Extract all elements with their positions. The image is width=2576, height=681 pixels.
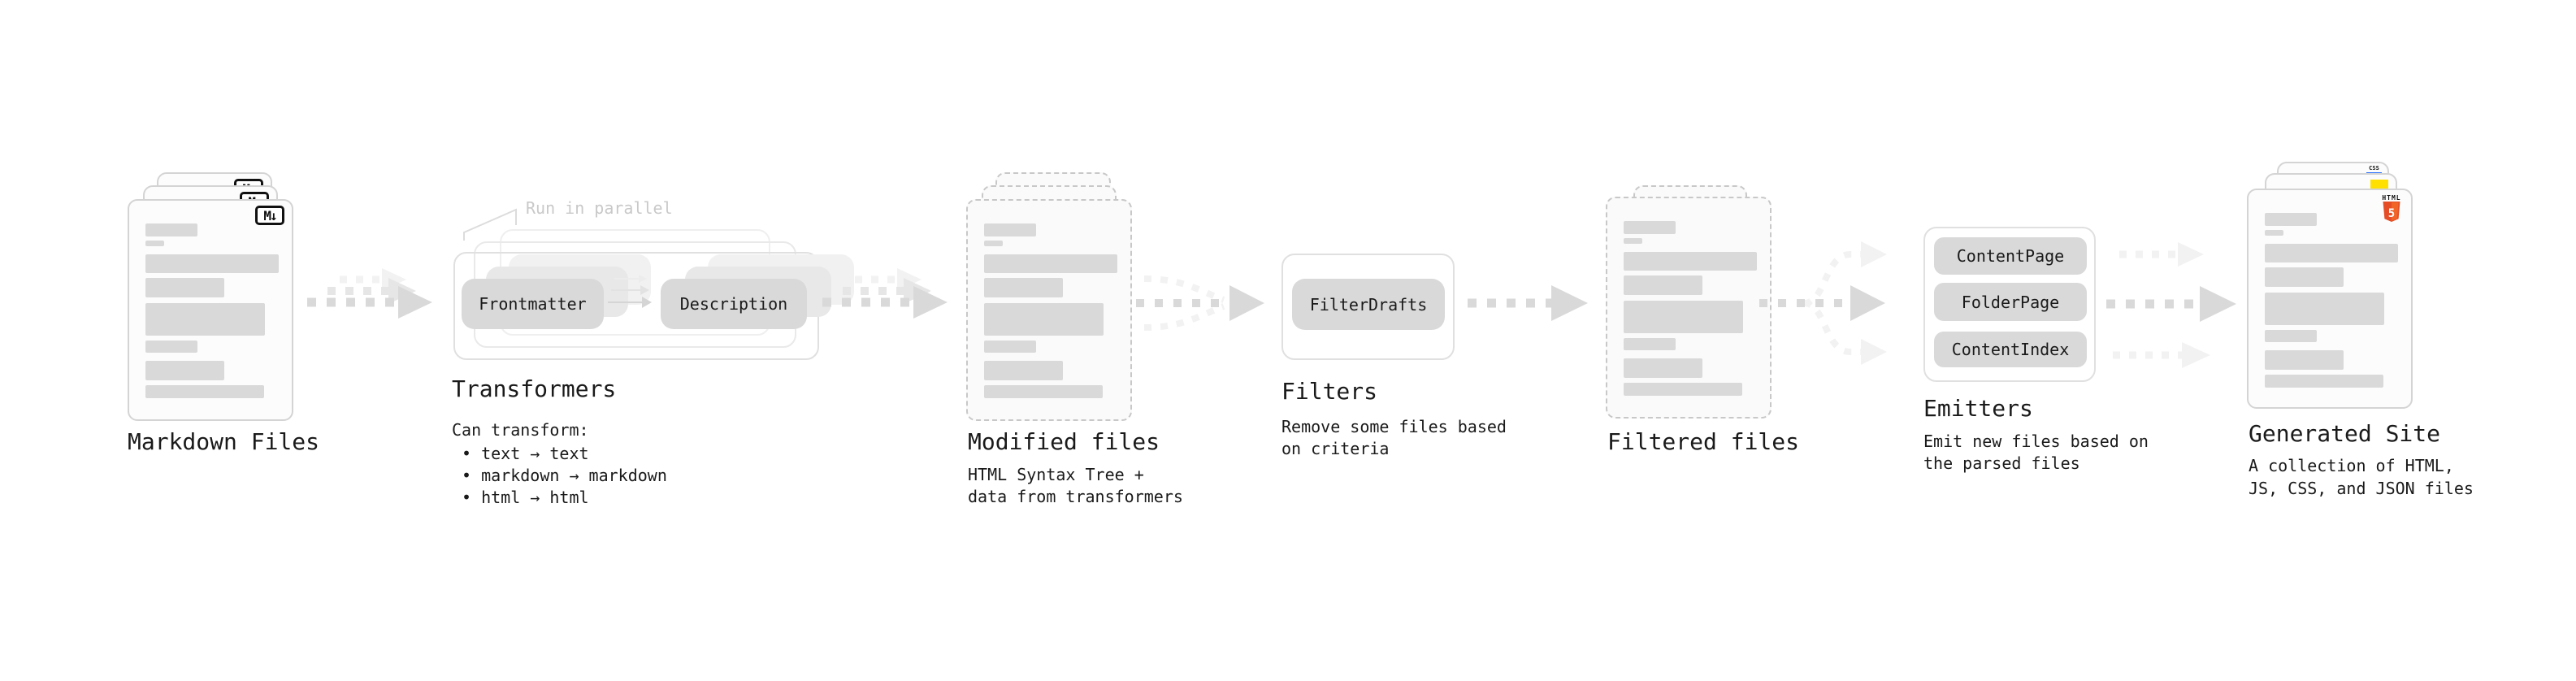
file-content-placeholder	[968, 201, 1130, 398]
placeholder-bar	[1624, 238, 1642, 244]
filter-node-filterdrafts: FilterDrafts	[1292, 279, 1445, 330]
filtered-file-stack	[1606, 185, 1801, 421]
placeholder-bar	[2265, 350, 2344, 370]
placeholder-bar	[145, 340, 197, 353]
placeholder-bar	[2265, 375, 2383, 388]
placeholder-bar	[984, 340, 1036, 353]
stage-label-emitters: Emitters	[1923, 395, 2033, 422]
stage-label-filters: Filters	[1281, 378, 1378, 405]
flow-arrow-emitter-middle	[2106, 286, 2236, 322]
stage-label-markdown-files: Markdown Files	[128, 428, 320, 455]
flow-arrow-markdown-to-transformers	[307, 268, 432, 319]
placeholder-bar	[145, 361, 224, 380]
file-content-placeholder	[129, 201, 292, 398]
flow-arrow-emitter-bottom	[2113, 342, 2210, 368]
transformer-node-frontmatter: Frontmatter	[462, 279, 604, 329]
modified-caption-line2: data from transformers	[968, 487, 1183, 506]
modified-file-stack	[966, 172, 1161, 421]
placeholder-bar	[984, 223, 1036, 236]
transformers-bullet: • text → text	[462, 444, 589, 463]
emitter-node-folderpage: FolderPage	[1934, 283, 2087, 321]
run-in-parallel-callout-line	[463, 208, 517, 241]
stage-label-modified-files: Modified files	[968, 428, 1160, 455]
placeholder-bar	[2265, 213, 2317, 226]
transformer-node-description: Description	[661, 279, 807, 329]
placeholder-bar	[145, 303, 265, 336]
html5-icon: HTML 5	[2382, 194, 2401, 223]
placeholder-bar	[1624, 383, 1742, 396]
placeholder-bar	[145, 254, 279, 273]
file-card: M↓	[128, 199, 293, 421]
placeholder-bar	[984, 254, 1117, 273]
html5-number: 5	[2388, 207, 2395, 220]
html5-shield: 5	[2383, 202, 2400, 222]
emitter-node-contentindex: ContentIndex	[1934, 332, 2087, 367]
placeholder-bar	[2265, 244, 2398, 262]
placeholder-bar	[1624, 358, 1702, 378]
flow-arrow-modified-to-filters	[1136, 275, 1264, 331]
flow-arrow-transformers-to-modified	[822, 268, 948, 319]
file-card	[1606, 197, 1772, 419]
transformers-bullet: • html → html	[462, 488, 589, 507]
flow-arrow-filtered-to-emitters	[1759, 241, 1887, 365]
js-file-icon	[2370, 180, 2388, 189]
placeholder-bar	[984, 385, 1103, 398]
markdown-file-stack: M↓ M↓ M↓	[128, 172, 323, 421]
site-caption-line1: A collection of HTML,	[2249, 456, 2454, 475]
transformer-parallel-arrows	[608, 275, 652, 308]
placeholder-bar	[145, 241, 164, 246]
placeholder-bar	[145, 223, 197, 236]
site-caption-line2: JS, CSS, and JSON files	[2249, 479, 2474, 498]
transformers-bullet: • markdown → markdown	[462, 466, 667, 485]
placeholder-bar	[984, 361, 1063, 380]
placeholder-bar	[984, 278, 1063, 297]
emitters-caption-line1: Emit new files based on	[1923, 432, 2149, 451]
file-content-placeholder	[2249, 190, 2411, 388]
flow-arrow-filters-to-filtered	[1468, 285, 1588, 321]
generated-site-stack: CSS HTML 5	[2247, 162, 2446, 410]
placeholder-bar	[1624, 338, 1676, 350]
placeholder-bar	[1624, 221, 1676, 234]
flow-arrow-emitter-top	[2119, 242, 2204, 267]
html5-icon-word: HTML	[2382, 194, 2401, 202]
css-icon-label: CSS	[2369, 165, 2379, 171]
markdown-icon: M↓	[255, 206, 284, 225]
placeholder-bar	[2265, 230, 2283, 236]
file-card: HTML 5	[2247, 189, 2413, 409]
file-card	[966, 199, 1132, 421]
run-in-parallel-note: Run in parallel	[526, 198, 673, 218]
emitter-node-contentpage: ContentPage	[1934, 237, 2087, 275]
stage-label-filtered-files: Filtered files	[1607, 428, 1800, 455]
placeholder-bar	[1624, 275, 1702, 295]
filters-caption-line2: on criteria	[1281, 439, 1390, 458]
stage-label-transformers: Transformers	[452, 375, 617, 402]
placeholder-bar	[2265, 293, 2384, 325]
placeholder-bar	[1624, 301, 1743, 333]
stage-label-generated-site: Generated Site	[2249, 420, 2441, 447]
placeholder-bar	[984, 241, 1003, 246]
filters-caption-line1: Remove some files based	[1281, 417, 1507, 436]
placeholder-bar	[145, 385, 264, 398]
modified-caption-line1: HTML Syntax Tree +	[968, 465, 1144, 484]
placeholder-bar	[984, 303, 1104, 336]
file-content-placeholder	[1607, 198, 1770, 396]
placeholder-bar	[2265, 330, 2317, 342]
emitters-caption-line2: the parsed files	[1923, 453, 2080, 473]
placeholder-bar	[145, 278, 224, 297]
placeholder-bar	[1624, 252, 1757, 271]
transformers-caption: Can transform:	[452, 420, 589, 440]
placeholder-bar	[2265, 267, 2344, 287]
